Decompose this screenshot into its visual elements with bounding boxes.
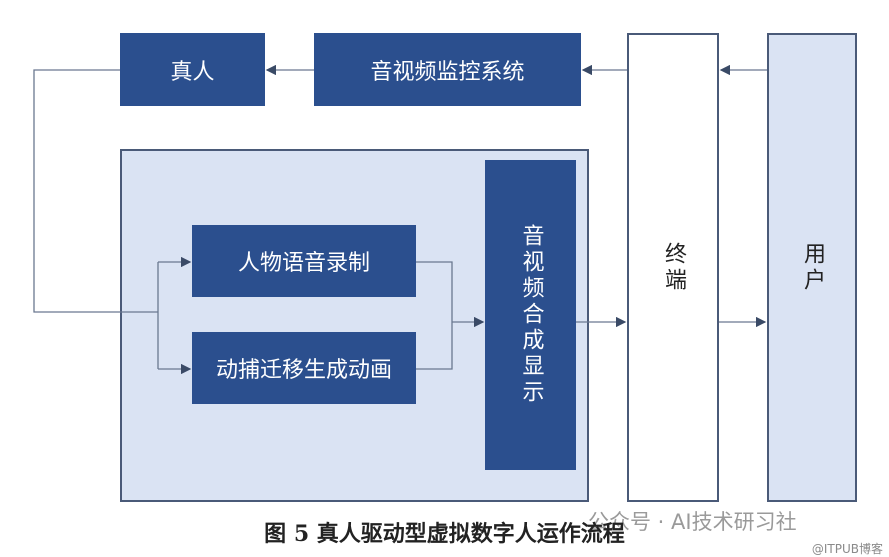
watermark: 公众号 · AI技术研习社 [588, 510, 797, 534]
motion-capture-label: 动捕迁移生成动画 [215, 358, 392, 383]
voice-record-box: 人物语音录制 [192, 225, 416, 297]
av-synthesis-label: 音视频合成显示 [518, 224, 544, 406]
line-person-loop [33, 69, 158, 313]
user-box: 用户 [767, 33, 857, 502]
line-voice-out [416, 261, 453, 370]
motion-capture-box: 动捕迁移生成动画 [192, 332, 416, 404]
terminal-label: 终端 [661, 241, 686, 294]
av-synthesis-box: 音视频合成显示 [485, 160, 576, 470]
figure-caption: 图 5 真人驱动型虚拟数字人运作流程 [264, 521, 625, 547]
av-monitor-label: 音视频监控系统 [370, 59, 525, 85]
user-label: 用户 [800, 241, 825, 294]
real-person-label: 真人 [170, 59, 215, 85]
real-person-box: 真人 [120, 33, 265, 106]
watermark-small: @ITPUB博客 [811, 542, 883, 556]
voice-record-label: 人物语音录制 [237, 251, 370, 276]
av-monitor-box: 音视频监控系统 [314, 33, 581, 106]
terminal-box: 终端 [627, 33, 719, 502]
